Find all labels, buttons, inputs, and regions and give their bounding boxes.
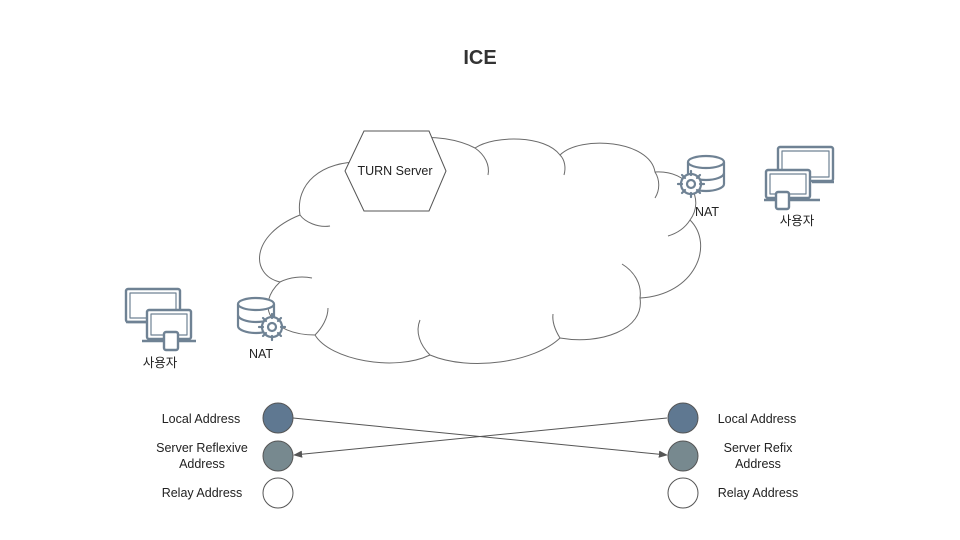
left-reflexive-address-node bbox=[262, 440, 294, 472]
internet-cloud bbox=[259, 136, 702, 364]
right-reflexive-address-node bbox=[667, 440, 699, 472]
left-relay-address-node bbox=[262, 477, 294, 509]
right-local-address-label: Local Address bbox=[718, 412, 797, 426]
left-nat-label: NAT bbox=[249, 347, 273, 361]
left-local-address-node bbox=[262, 402, 294, 434]
left-local-address-label: Local Address bbox=[162, 412, 241, 426]
right-user-label: 사용자 bbox=[780, 214, 815, 228]
connectivity-arrows bbox=[292, 417, 668, 458]
right-relay-address-node bbox=[667, 477, 699, 509]
server-gear-icon bbox=[676, 154, 726, 199]
left-reflexive-address-label-line1: Server Reflexive bbox=[156, 441, 248, 455]
left-relay-address-label: Relay Address bbox=[162, 486, 243, 500]
devices-icon bbox=[764, 145, 835, 211]
left-address-column: Local Address Server Reflexive Address R… bbox=[156, 402, 294, 509]
turn-server-label: TURN Server bbox=[357, 164, 432, 178]
arrow-right-local-to-left-reflexive bbox=[293, 417, 668, 458]
left-reflexive-address-label-line2: Address bbox=[179, 457, 225, 471]
right-nat-label: NAT bbox=[695, 205, 719, 219]
turn-server: TURN Server bbox=[344, 130, 447, 212]
right-local-address-node bbox=[667, 402, 699, 434]
diagram-title: ICE bbox=[463, 47, 496, 69]
left-user-label: 사용자 bbox=[143, 356, 178, 370]
right-address-column: Local Address Server Refix Address Relay… bbox=[667, 402, 799, 509]
right-relay-address-label: Relay Address bbox=[718, 486, 799, 500]
right-reflexive-address-label-line1: Server Refix bbox=[724, 441, 794, 455]
right-reflexive-address-label-line2: Address bbox=[735, 457, 781, 471]
server-gear-icon bbox=[236, 296, 287, 342]
devices-icon bbox=[124, 287, 196, 352]
